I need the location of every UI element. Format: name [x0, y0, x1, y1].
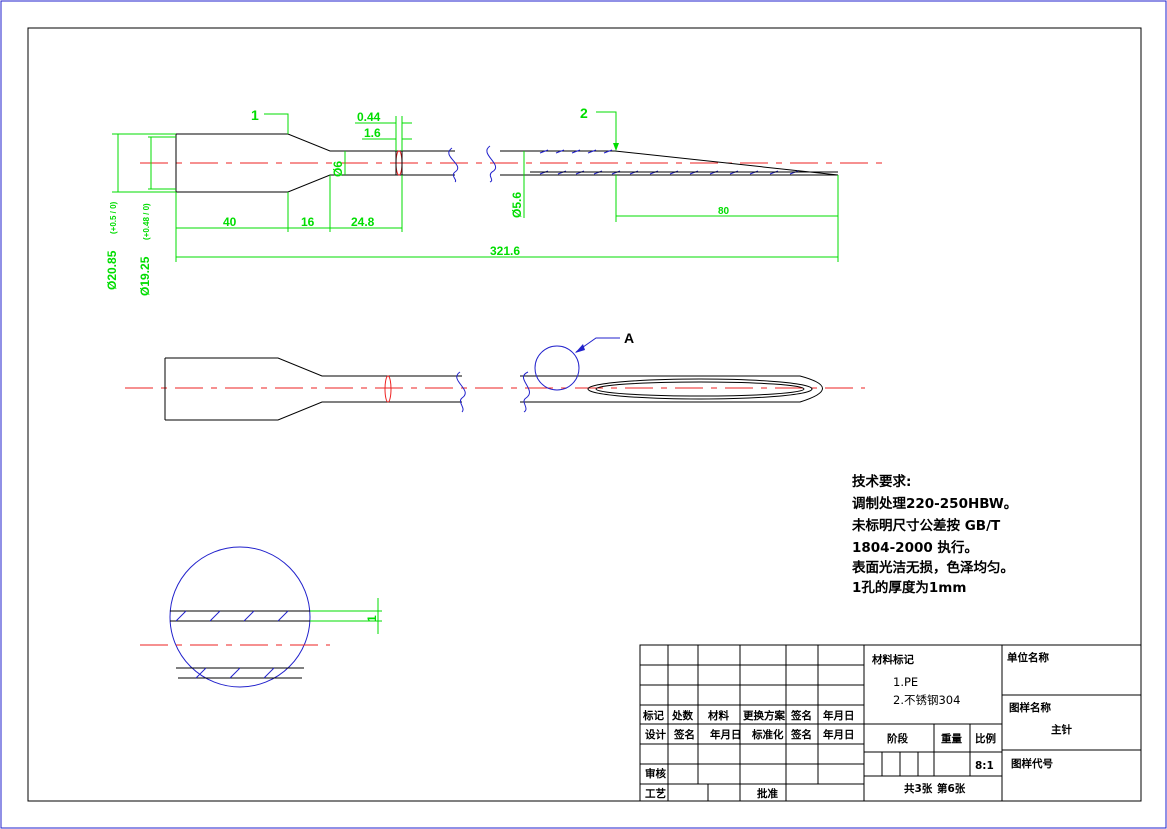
- tb-material-mark: 材料标记: [871, 653, 914, 666]
- dim-phi1925: Ø19.25: [138, 256, 152, 296]
- tb-h-1: 处数: [671, 709, 693, 722]
- tb-drawing-name: 主针: [1051, 723, 1073, 736]
- tech-req-title: 技术要求:: [852, 473, 911, 490]
- dimension-lines-top: [112, 116, 839, 262]
- leader-a-arrow: [575, 344, 585, 353]
- leader-2-arrow: [613, 143, 619, 151]
- dim-phi2085-tol: (+0.5 / 0): [109, 201, 118, 234]
- tech-req-line-1: 调制处理220-250HBW。: [852, 495, 1017, 512]
- eye-slot-outer: [587, 378, 813, 400]
- tb-h-2: 材料: [707, 709, 729, 722]
- dim-16: 16: [301, 215, 315, 229]
- dim-40: 40: [223, 215, 237, 229]
- tb-unit-name: 单位名称: [1007, 651, 1049, 664]
- tb-s-4: 签名: [790, 728, 812, 741]
- tb-s-0: 设计: [645, 728, 666, 741]
- tech-requirements: 技术要求: 调制处理220-250HBW。 未标明尺寸公差按 GB/T 1804…: [852, 473, 1017, 596]
- tb-drawing-name-label: 图样名称: [1009, 701, 1051, 714]
- dim-phi56: Ø5.6: [510, 192, 524, 218]
- detail-hatching: [175, 610, 289, 679]
- tb-material-2: 2.不锈钢304: [893, 693, 960, 707]
- break-line-2: [486, 145, 496, 183]
- tb-approve: 批准: [757, 787, 778, 800]
- tip-hatching: [539, 149, 799, 175]
- leader-2: [596, 111, 617, 150]
- dim-detail-1: 1: [365, 615, 379, 622]
- tb-h-5: 年月日: [823, 709, 855, 722]
- tb-scale: 比例: [975, 732, 996, 745]
- tb-s-1: 签名: [673, 728, 695, 741]
- leader-1: [264, 113, 289, 134]
- detail-view: 1: [140, 546, 382, 688]
- label-2: 2: [580, 105, 588, 121]
- mid-shaft-outline: [385, 375, 823, 403]
- tb-drawing-code: 图样代号: [1011, 757, 1053, 770]
- tb-material-1: 1.PE: [893, 675, 918, 689]
- mid-groove: [384, 375, 392, 403]
- dim-phi6: Ø6: [331, 161, 345, 177]
- detail-circle-a: [534, 345, 580, 391]
- needle-middle-view: A: [125, 330, 865, 421]
- tb-s-3: 标准化: [751, 728, 784, 741]
- dim-80: 80: [718, 206, 730, 217]
- tech-req-line-2: 未标明尺寸公差按 GB/T: [852, 517, 1001, 534]
- eye-slot-inner: [595, 381, 805, 397]
- tb-scale-value: 8:1: [975, 760, 994, 772]
- tb-h-4: 签名: [790, 709, 812, 722]
- tech-req-line-5: 1孔的厚度为1mm: [852, 579, 966, 596]
- tb-sheets: 共3张: [904, 782, 933, 795]
- tb-weight: 重量: [941, 732, 962, 745]
- detail-circle: [169, 546, 311, 688]
- mid-head-outline: [164, 357, 385, 421]
- needle-top-view: 1 2: [105, 105, 890, 296]
- dim-phi1925-tol: (+0.48 / 0): [142, 203, 151, 240]
- needle-shaft-outline: [362, 150, 530, 176]
- break-line-4: [522, 371, 530, 413]
- tb-s-2: 年月日: [710, 728, 742, 741]
- tb-review: 审核: [645, 767, 666, 780]
- tb-stage: 阶段: [887, 732, 908, 745]
- tb-s-5: 年月日: [823, 728, 855, 741]
- break-line-3: [456, 371, 466, 413]
- label-1: 1: [251, 107, 259, 123]
- break-line-1: [448, 147, 459, 183]
- dim-total: 321.6: [490, 244, 520, 258]
- dim-1-6: 1.6: [364, 126, 381, 140]
- tb-sheet-no: 第6张: [937, 782, 966, 795]
- dim-phi2085: Ø20.85: [105, 250, 119, 290]
- title-block: 材料标记 1.PE 2.不锈钢304 标记 处数 材料 更换方案 签名 年月日 …: [639, 644, 1142, 802]
- tech-req-line-4: 表面光洁无损，色泽均匀。: [852, 559, 1014, 576]
- tech-req-line-3: 1804-2000 执行。: [852, 539, 978, 556]
- label-a: A: [624, 330, 634, 346]
- needle-head-outline: [175, 133, 362, 193]
- tb-process: 工艺: [645, 787, 666, 800]
- needle-tip-outline: [530, 150, 839, 176]
- tb-h-0: 标记: [642, 709, 664, 722]
- tb-h-3: 更换方案: [743, 709, 785, 722]
- inner-frame: [27, 27, 1142, 802]
- dim-24-8: 24.8: [351, 215, 375, 229]
- dim-044: 0.44: [357, 110, 381, 124]
